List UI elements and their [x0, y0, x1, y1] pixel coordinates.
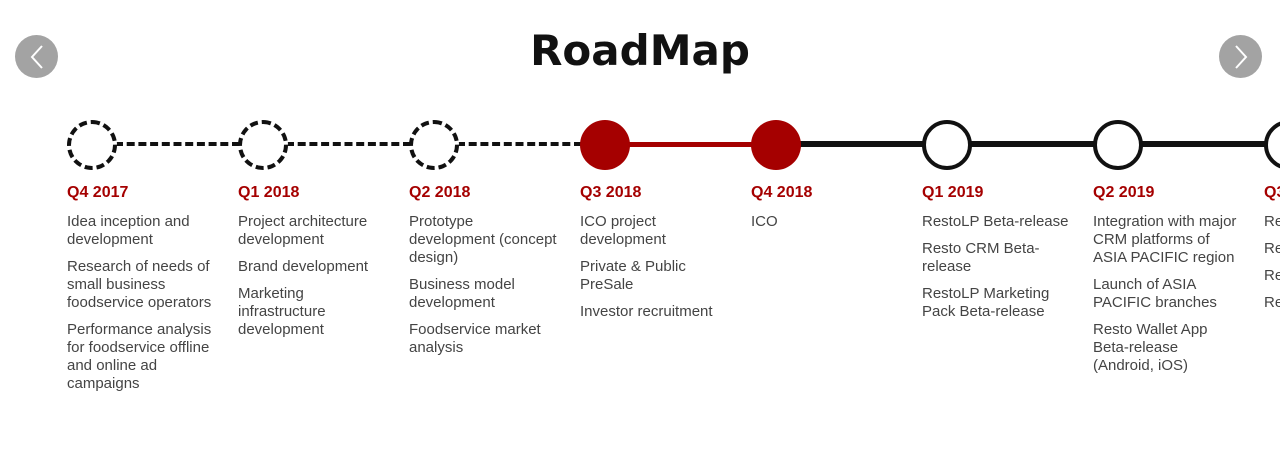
- timeline-connector: [799, 141, 924, 147]
- timeline-connector: [1141, 141, 1266, 147]
- milestone-quarter: Q3: [1264, 184, 1280, 201]
- timeline-connector: [628, 142, 753, 147]
- milestone-node: [67, 120, 117, 170]
- milestone-item: Project architecture development: [238, 213, 368, 248]
- milestone-quarter: Q4 2017: [67, 184, 129, 201]
- milestone-item: Investor recruitment: [580, 303, 713, 320]
- milestone-node: [1093, 120, 1143, 170]
- milestone-quarter: Q3 2018: [580, 184, 642, 201]
- chevron-right-icon: [1234, 44, 1247, 69]
- milestone-quarter: Q4 2018: [751, 184, 813, 201]
- page-title: RoadMap: [530, 26, 750, 75]
- next-slide-button[interactable]: [1219, 35, 1262, 78]
- milestone-item: Foodservice market analysis: [409, 321, 541, 356]
- milestone-node: [238, 120, 288, 170]
- milestone-node: [1264, 120, 1280, 170]
- milestone-item: Launch of ASIA PACIFIC branches: [1093, 276, 1217, 311]
- timeline-connector: [115, 142, 240, 146]
- milestone-item: RestoLP Beta-release: [922, 213, 1069, 230]
- milestone-node: [751, 120, 801, 170]
- milestone-item: RestoLP Marketing Pack Beta-release: [922, 285, 1050, 320]
- milestone-item: Brand development: [238, 258, 369, 275]
- milestone-item: ICO: [751, 213, 778, 230]
- milestone-item: Marketing infrastructure development: [238, 285, 326, 338]
- milestone-quarter: Q2 2018: [409, 184, 471, 201]
- milestone-item: Performance analysis for foodservice off…: [67, 321, 212, 392]
- timeline-connector: [286, 142, 411, 146]
- milestone-item: Resto Wallet App Beta-release (Android, …: [1093, 321, 1208, 374]
- timeline-connector: [970, 141, 1095, 147]
- milestone-node: [922, 120, 972, 170]
- milestone-item: Research of needs of small business food…: [67, 258, 212, 311]
- milestone-item: Business model development: [409, 276, 515, 311]
- milestone-item: Re: [1264, 240, 1280, 257]
- milestone-item: ICO project development: [580, 213, 666, 248]
- milestone-quarter: Q1 2018: [238, 184, 300, 201]
- milestone-item: Re Re: [1264, 267, 1280, 284]
- chevron-left-icon: [30, 44, 43, 69]
- milestone-item: Resto CRM Beta-release: [922, 240, 1040, 275]
- milestone-quarter: Q2 2019: [1093, 184, 1155, 201]
- milestone-item: Re: [1264, 213, 1280, 230]
- prev-slide-button[interactable]: [15, 35, 58, 78]
- timeline-connector: [457, 142, 582, 146]
- milestone-item: Re fo on PA: [1264, 294, 1280, 311]
- milestone-node: [580, 120, 630, 170]
- milestone-quarter: Q1 2019: [922, 184, 984, 201]
- milestone-node: [409, 120, 459, 170]
- milestone-item: Integration with major CRM platforms of …: [1093, 213, 1237, 266]
- milestone-item: Idea inception and development: [67, 213, 190, 248]
- milestone-item: Private & Public PreSale: [580, 258, 686, 293]
- milestone-item: Prototype development (concept design): [409, 213, 557, 266]
